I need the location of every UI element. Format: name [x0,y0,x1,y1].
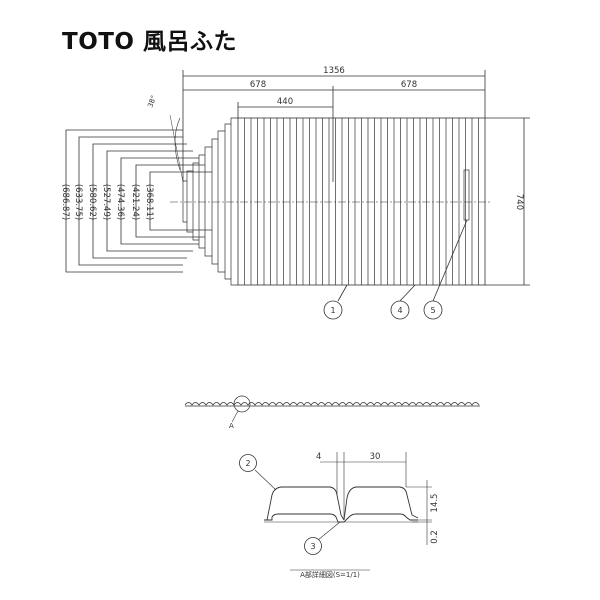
dim-left-2: (580.62) [87,184,97,220]
dim-left-6: (368.11) [144,184,154,220]
dim-inner: 440 [277,97,293,107]
detail-view [254,452,432,571]
dim-pitch: 30 [370,452,381,462]
dim-left-1: (633.75) [73,184,83,220]
dim-detail-height: 14.5 [430,494,440,513]
callout-2: 2 [245,459,250,468]
detail-marker: A [229,422,234,430]
angle-label: 38° [146,94,158,108]
section-view [184,395,480,423]
callout-5: 5 [430,306,435,315]
dim-base: 0.2 [430,530,440,544]
dim-height: 740 [514,194,524,210]
callout-3: 3 [310,542,315,551]
dim-left-3: (527.49) [101,184,111,220]
dim-left-half: 678 [250,80,266,90]
callout-1: 1 [330,306,335,315]
dim-gap: 4 [316,452,321,462]
detail-caption: A部詳細図(S=1/1) [300,570,360,579]
detail-callouts [239,454,322,555]
dim-right-half: 678 [401,80,417,90]
dim-overall: 1356 [323,66,345,76]
dim-left-0: (686.87) [60,184,70,220]
dim-left-5: (421.24) [130,184,140,220]
callout-4: 4 [397,306,402,315]
drawing-title: TOTO 風呂ふた [62,29,237,55]
callout-circles [323,300,443,320]
plan-view [65,70,530,302]
dim-left-4: (474.36) [115,184,125,220]
